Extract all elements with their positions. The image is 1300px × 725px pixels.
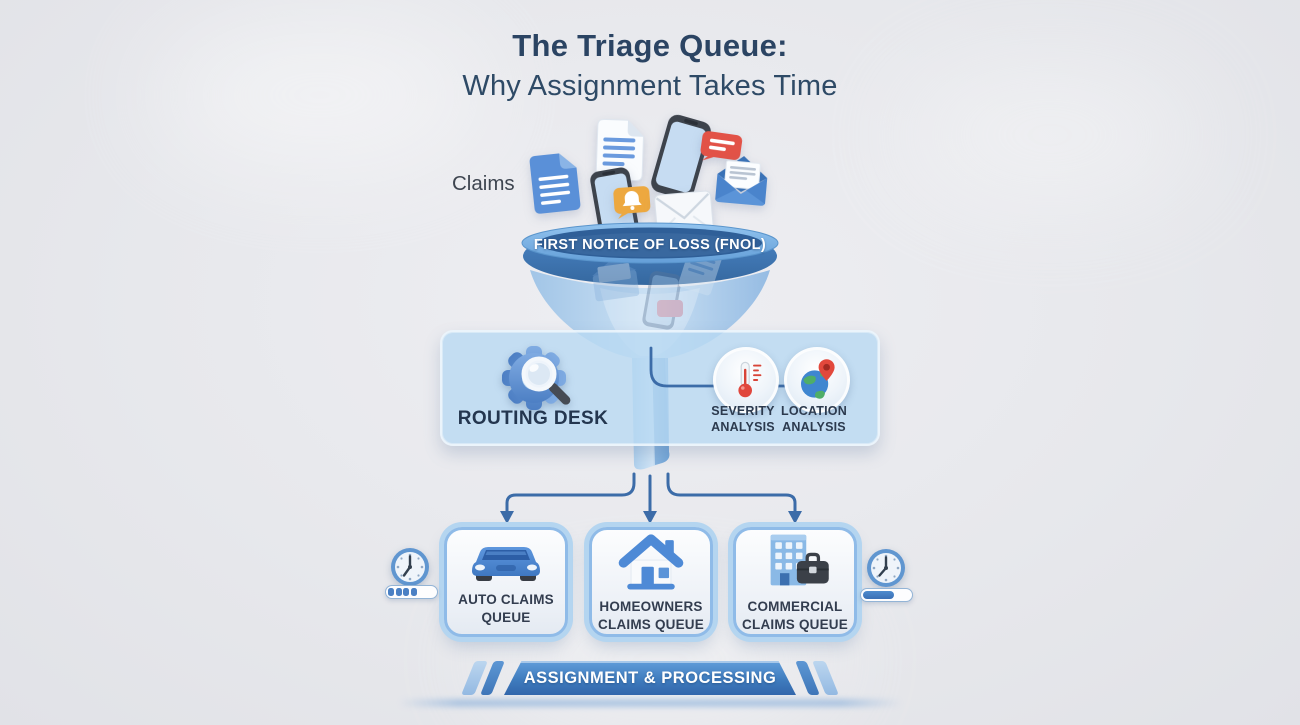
progress-fill <box>863 591 894 599</box>
severity-analysis-circle <box>713 347 779 413</box>
clock-icon <box>867 549 905 587</box>
phone-chat-icon <box>651 114 711 200</box>
claims-label: Claims <box>452 172 515 195</box>
document-icon <box>529 153 581 214</box>
progress-fill <box>388 588 418 596</box>
branch-arrows <box>500 472 802 524</box>
open-envelope-icon <box>715 156 768 206</box>
faded-chat-icon <box>657 300 683 317</box>
progress-bar-right <box>860 588 913 602</box>
severity-analysis-label: SEVERITY ANALYSIS <box>711 404 775 435</box>
bell-bubble-icon <box>613 186 651 220</box>
globe-pin-icon <box>801 359 835 399</box>
commercial-claims-queue-card: COMMERCIAL CLAIMS QUEUE <box>733 527 857 637</box>
homeowners-claims-queue-card: HOMEOWNERS CLAIMS QUEUE <box>589 527 713 637</box>
faded-envelope-icon <box>592 258 640 302</box>
car-icon <box>472 547 540 582</box>
faded-phone-icon <box>642 271 682 330</box>
clock-icon <box>391 548 429 586</box>
assignment-processing-banner: ASSIGNMENT & PROCESSING <box>504 661 796 695</box>
queue-label: COMMERCIAL CLAIMS QUEUE <box>742 599 848 632</box>
location-analysis-label: LOCATION ANALYSIS <box>781 404 847 435</box>
background-glow <box>900 70 1200 200</box>
location-analysis-circle <box>784 347 850 413</box>
banner-label: ASSIGNMENT & PROCESSING <box>523 668 777 687</box>
title-line-1: The Triage Queue: <box>512 28 788 63</box>
fnol-banner-label: FIRST NOTICE OF LOSS (FNOL) <box>533 237 767 253</box>
routing-desk-label: ROUTING DESK <box>457 408 609 429</box>
thermometer-icon <box>738 361 762 398</box>
title-line-2: Why Assignment Takes Time <box>462 70 838 102</box>
page-title: The Triage Queue: Why Assignment Takes T… <box>350 28 950 103</box>
building-briefcase-icon <box>770 534 829 586</box>
progress-bar-left <box>385 585 438 599</box>
gear-magnifier-icon <box>502 346 571 410</box>
house-icon <box>618 534 684 590</box>
queue-label: AUTO CLAIMS QUEUE <box>458 592 554 625</box>
bottom-reflection <box>398 699 902 707</box>
chat-bubble-icon <box>700 131 743 161</box>
auto-claims-queue-card: AUTO CLAIMS QUEUE <box>444 527 568 637</box>
document-lines-icon <box>595 118 644 182</box>
queue-label: HOMEOWNERS CLAIMS QUEUE <box>598 599 704 632</box>
background-glow <box>150 20 490 170</box>
